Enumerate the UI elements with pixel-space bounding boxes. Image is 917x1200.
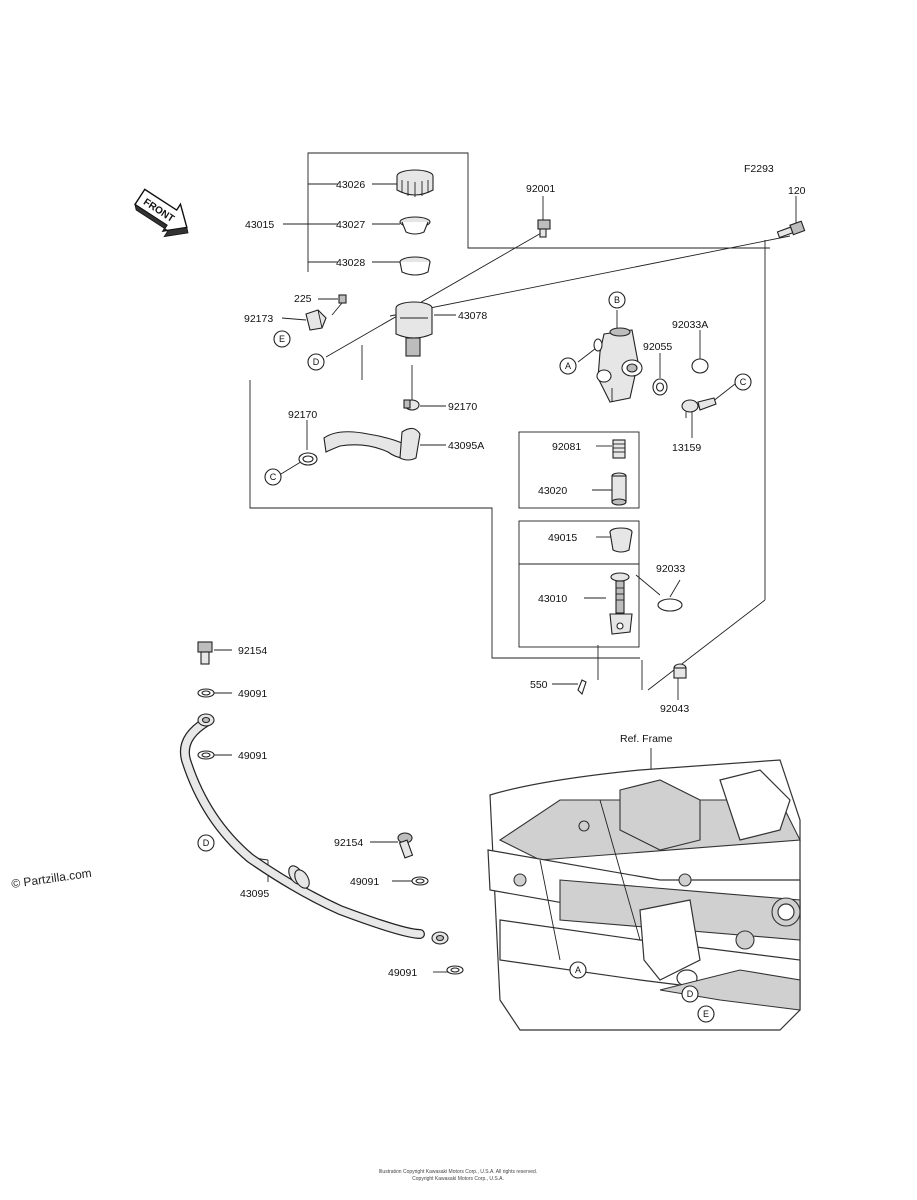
assembly-outlines	[249, 152, 770, 691]
label-43095: 43095	[240, 888, 269, 900]
label-49091-a: 49091	[238, 688, 267, 700]
label-92081: 92081	[552, 441, 581, 453]
label-92154-b: 92154	[334, 837, 363, 849]
fitting-13159	[681, 397, 717, 418]
callout-d1: D	[313, 357, 320, 367]
front-arrow-icon: FRONT	[134, 188, 189, 238]
label-43095A: 43095A	[448, 440, 484, 452]
reservoir-body	[395, 301, 433, 357]
label-ref-frame: Ref. Frame	[620, 733, 673, 745]
banjo-bolt-92154-bottom	[397, 832, 414, 859]
callout-c1: C	[270, 472, 277, 482]
washer-49091-d	[446, 965, 464, 975]
label-92055: 92055	[643, 341, 672, 353]
label-92033A: 92033A	[672, 319, 708, 331]
part-labels: 43026 43027 43028 43015 92001 120 225 92…	[238, 179, 806, 979]
label-92170-b: 92170	[288, 409, 317, 421]
label-49015: 49015	[548, 532, 577, 544]
label-43015: 43015	[245, 219, 274, 231]
label-120: 120	[788, 185, 806, 197]
reservoir-cap	[396, 169, 434, 197]
label-43027: 43027	[336, 219, 365, 231]
hose-43095A	[323, 427, 421, 461]
footer-line-1: Illustration Copyright Kawasaki Motors C…	[379, 1169, 537, 1175]
bolt-92001	[537, 219, 551, 238]
label-550: 550	[530, 679, 548, 691]
label-92043: 92043	[660, 703, 689, 715]
label-43020: 43020	[538, 485, 567, 497]
spring-92081	[612, 439, 626, 459]
banjo-bolt-92154-top	[197, 641, 213, 665]
callout-c2: C	[740, 377, 747, 387]
label-43078: 43078	[458, 310, 487, 322]
figure-id: F2293	[744, 163, 774, 175]
washer-49091-c	[411, 876, 429, 886]
washer-49091-b	[197, 750, 215, 760]
label-92154-a: 92154	[238, 645, 267, 657]
reservoir-plate	[399, 216, 431, 235]
ref-frame-drawing	[487, 759, 801, 1031]
label-92173: 92173	[244, 313, 273, 325]
callout-e2: E	[703, 1009, 709, 1019]
label-43010: 43010	[538, 593, 567, 605]
ring-92055	[652, 378, 668, 396]
callout-d3: D	[687, 989, 694, 999]
label-92033: 92033	[656, 563, 685, 575]
pin-92043	[673, 663, 687, 679]
circlip-92033	[657, 598, 683, 612]
label-49091-b: 49091	[238, 750, 267, 762]
label-43026: 43026	[336, 179, 365, 191]
callouts: B A C C D E D A D E	[197, 291, 752, 1023]
brake-hose-43095	[180, 713, 449, 945]
master-cylinder-body	[593, 327, 643, 403]
label-49091-d: 49091	[388, 967, 417, 979]
clamp-92170-lower	[298, 452, 318, 466]
push-rod-43010	[609, 572, 633, 635]
clamp-92170-top	[403, 399, 420, 411]
label-49091-c: 49091	[350, 876, 379, 888]
label-92170-a: 92170	[448, 401, 477, 413]
label-13159: 13159	[672, 442, 701, 454]
bolt-225	[331, 294, 347, 316]
callout-d2: D	[203, 838, 210, 848]
footer-line-2: Copyright Kawasaki Motors Corp., U.S.A.	[412, 1176, 504, 1182]
callout-a1: A	[565, 361, 571, 371]
watermark: © Partzilla.com	[10, 866, 92, 891]
label-92001: 92001	[526, 183, 555, 195]
callout-b: B	[614, 295, 620, 305]
washer-49091-a	[197, 688, 215, 698]
reservoir-diaphragm	[399, 256, 431, 276]
boot-49015	[609, 527, 633, 553]
piston-43020	[611, 472, 627, 506]
cotter-pin-550	[577, 679, 587, 696]
label-43028: 43028	[336, 257, 365, 269]
callout-e1: E	[279, 334, 285, 344]
bolt-120	[776, 220, 806, 239]
label-225: 225	[294, 293, 312, 305]
callout-a2: A	[575, 965, 581, 975]
bracket-92173	[305, 309, 327, 331]
ring-92033A	[691, 358, 709, 374]
